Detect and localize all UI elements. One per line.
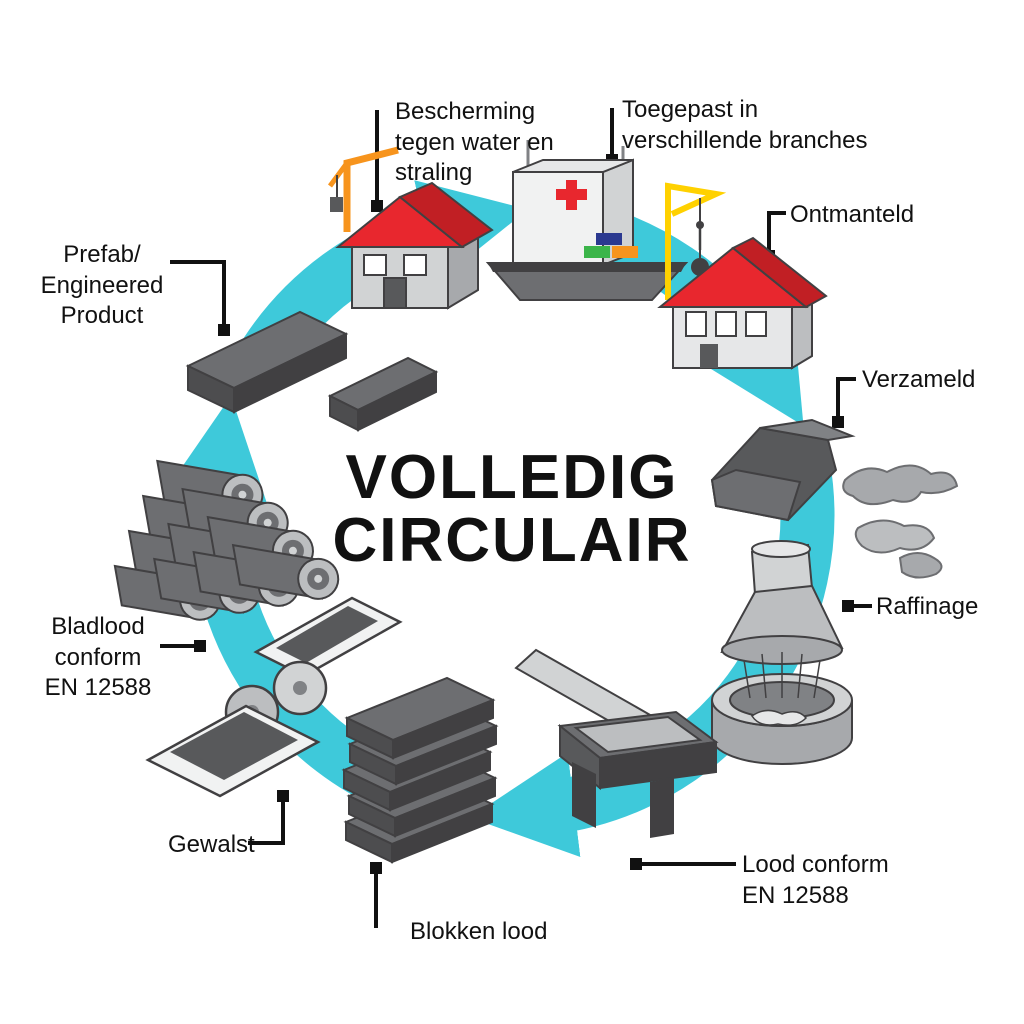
connector-ontmanteld	[767, 211, 786, 254]
red-cross-icon	[556, 180, 587, 210]
title-line-1: VOLLEDIG	[345, 443, 679, 512]
connector-gewalst	[248, 796, 285, 845]
house-red-illustration	[657, 221, 828, 370]
label-gewalst: Gewalst	[168, 831, 255, 858]
label-prefab: Prefab/ Engineered Product	[40, 241, 164, 330]
label-toegepast: Toegepast in verschillende branches	[622, 96, 868, 154]
casting-mold-illustration	[514, 648, 719, 838]
connector-prefab	[170, 260, 226, 330]
label-bescherming: Bescherming tegen water en straling	[395, 98, 554, 187]
house-crane-illustration	[327, 146, 494, 310]
refinery-crucible-illustration	[720, 540, 844, 665]
label-blokken-lood: Blokken lood	[410, 918, 548, 945]
label-bladlood: Bladlood conform EN 12588	[44, 613, 152, 702]
connector-verzameld	[836, 377, 856, 420]
lead-ingots-illustration	[343, 677, 497, 863]
prefab-product-illustration	[185, 310, 439, 432]
title-line-2: CIRCULAIR	[332, 506, 692, 576]
label-verzameld: Verzameld	[862, 366, 976, 393]
lead-rolls-illustration	[113, 442, 343, 634]
label-raffinage: Raffinage	[876, 593, 979, 620]
label-ontmanteld: Ontmanteld	[790, 201, 915, 228]
ship-hospital-illustration	[485, 140, 727, 301]
center-title: VOLLEDIG CIRCULAIR	[332, 443, 692, 576]
label-lood-conform: Lood conform EN 12588	[742, 851, 889, 909]
rolling-mill-illustration	[145, 596, 403, 798]
lead-scrap-illustration	[710, 418, 959, 579]
demolition-crane-icon	[665, 182, 727, 300]
melting-pot-illustration	[711, 652, 853, 765]
